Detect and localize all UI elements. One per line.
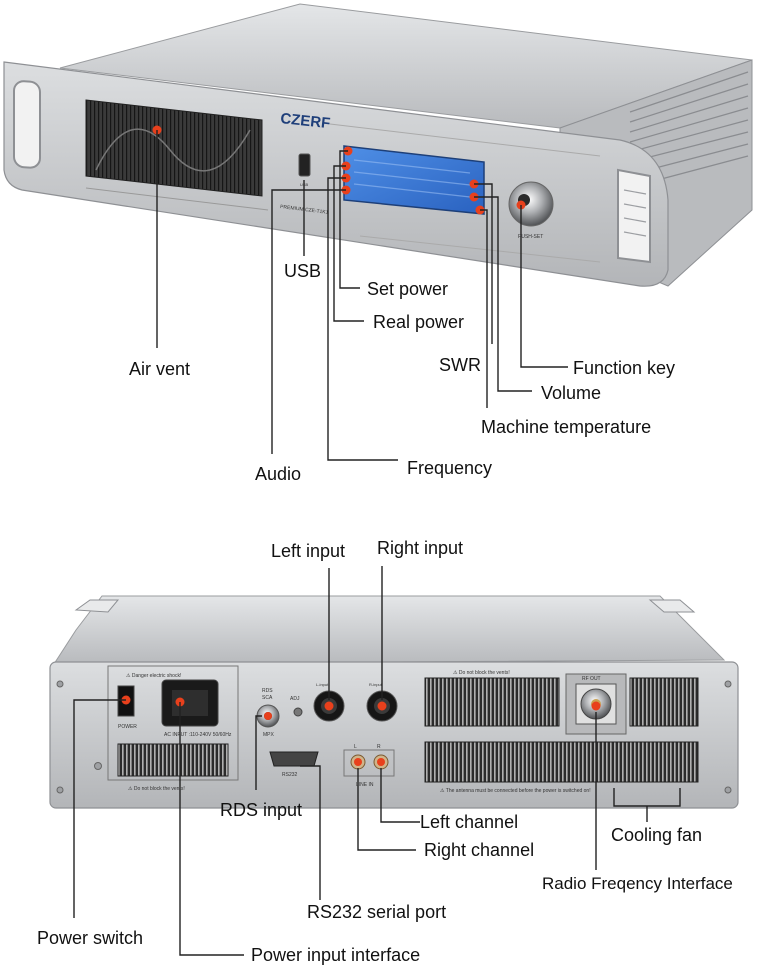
- callout-power-switch: Power switch: [37, 928, 144, 948]
- panel-silkscreen: CZERF PREMIUM CZE-T1K1 USB PUSH-SET ⚠ Da…: [118, 110, 601, 794]
- left-rack-handle: [13, 80, 41, 169]
- rear-vent-top-right: [629, 677, 699, 727]
- marker-left-input: [324, 701, 334, 711]
- marker-right-channel: [377, 758, 385, 766]
- callout-left-input: Left input: [271, 541, 346, 561]
- usb-silk: USB: [300, 182, 309, 187]
- line-l-silk: L: [354, 744, 357, 750]
- callout-radio-frequency-interface: Radio Freqency Interface: [542, 874, 733, 893]
- antenna-warning: ⚠ The antenna must be connected before t…: [440, 788, 591, 794]
- marker-rds: [264, 712, 272, 720]
- line-in-silk: LINE IN: [356, 782, 374, 788]
- vent-warning-left: ⚠ Do not block the vents!: [128, 786, 185, 792]
- usb-port: [298, 153, 311, 177]
- mpx-silk: MPX: [263, 732, 275, 738]
- power-module-box: [107, 665, 239, 781]
- line-r-silk: R: [377, 744, 381, 750]
- vent-warning-top: ⚠ Do not block the vents!: [453, 670, 510, 676]
- sca-silk: SCA: [262, 695, 273, 701]
- callout-machine-temperature: Machine temperature: [481, 417, 652, 437]
- callout-usb: USB: [284, 261, 322, 281]
- callout-left-channel: Left channel: [420, 812, 519, 832]
- marker-left-channel: [354, 758, 362, 766]
- rear-vent-bottom: [424, 741, 699, 783]
- rear-unit: [49, 595, 739, 809]
- rf-out-silk: RF OUT: [582, 676, 601, 682]
- rear-right-ear: [648, 599, 696, 613]
- rear-small-vent: [117, 743, 229, 777]
- rs232-silk: RS232: [282, 772, 298, 778]
- shock-warning: ⚠ Danger electric shock!: [126, 673, 181, 679]
- adj-trimmer: [293, 707, 303, 717]
- callout-function-key: Function key: [573, 358, 676, 378]
- marker-rf: [591, 701, 601, 711]
- rear-left-ear: [74, 599, 120, 613]
- callout-right-input: Right input: [377, 538, 464, 558]
- front-air-vent: [85, 99, 263, 197]
- front-leader-lines: [156, 130, 568, 461]
- function-knob: [508, 181, 554, 227]
- front-unit: [3, 3, 753, 287]
- right-xlr-silk: R-input: [369, 682, 383, 687]
- callout-real-power: Real power: [373, 312, 465, 332]
- adj-silk: ADJ: [290, 696, 300, 702]
- callout-power-input-interface: Power input interface: [251, 945, 421, 965]
- left-xlr-silk: L-input: [316, 682, 329, 687]
- callout-air-vent: Air vent: [129, 359, 191, 379]
- ac-input-silk: AC INPUT :110-240V 50/60Hz: [164, 732, 232, 738]
- right-rack-handle: [617, 168, 651, 264]
- callout-frequency: Frequency: [407, 458, 493, 478]
- callout-rds-input: RDS input: [220, 800, 303, 820]
- rds-silk: RDS: [262, 688, 273, 694]
- callout-rs232-serial-port: RS232 serial port: [307, 902, 447, 922]
- marker-right-input: [377, 701, 387, 711]
- callout-audio: Audio: [255, 464, 302, 484]
- callout-volume: Volume: [541, 383, 602, 403]
- callout-right-channel: Right channel: [424, 840, 535, 860]
- rear-vent-top-left: [424, 677, 560, 727]
- knob-silk: PUSH-SET: [518, 234, 543, 240]
- rear-leader-lines: [73, 566, 681, 956]
- brand-logo: CZERF: [280, 110, 332, 132]
- power-silk: POWER: [118, 724, 137, 730]
- callout-swr: SWR: [439, 355, 481, 375]
- callout-set-power: Set power: [367, 279, 449, 299]
- callout-cooling-fan: Cooling fan: [611, 825, 703, 845]
- rs232-connector: [269, 751, 319, 767]
- model-label: PREMIUM CZE-T1K1: [280, 204, 329, 216]
